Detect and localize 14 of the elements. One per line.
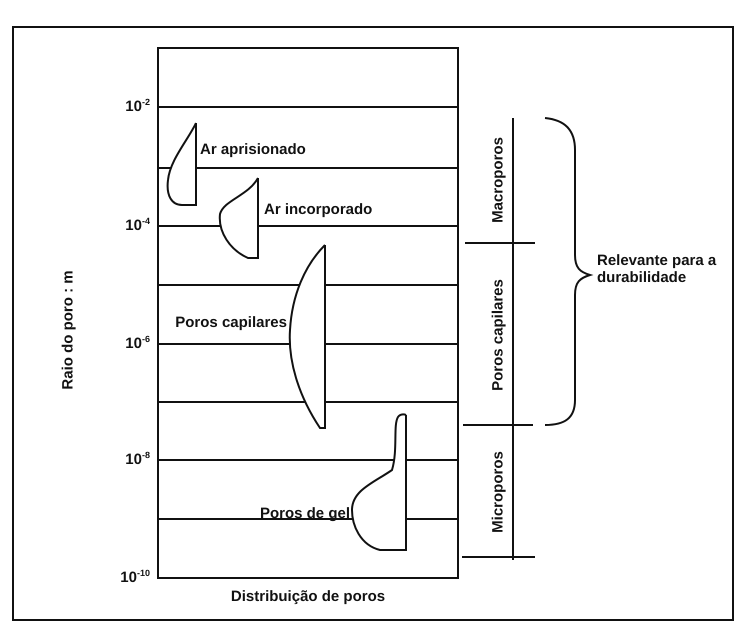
tick-label: 10$^{-6}$ [124,334,150,352]
axis-title: Raio do poro : m [59,270,77,390]
bracket-label: Relevante para a durabilidade [597,252,718,286]
scale-label: Poros capilares [489,279,507,391]
scale-label: Macroporos [489,137,507,223]
tick-label: 10$^{-2}$ [124,97,150,116]
pore-type-label: Poros capilares [174,314,287,332]
tick-label: 10$^{-4}$ [124,216,150,234]
tick-label: 10$^{-10}$ [119,568,150,586]
scale-label: Microporos [489,451,507,533]
pore-type-label: Ar aprisionado [200,141,306,158]
axis-title: Distribuição de poros [230,588,386,606]
pore-type-label: Ar incorporado [264,201,372,218]
tick-label: 10$^{-8}$ [124,450,150,468]
